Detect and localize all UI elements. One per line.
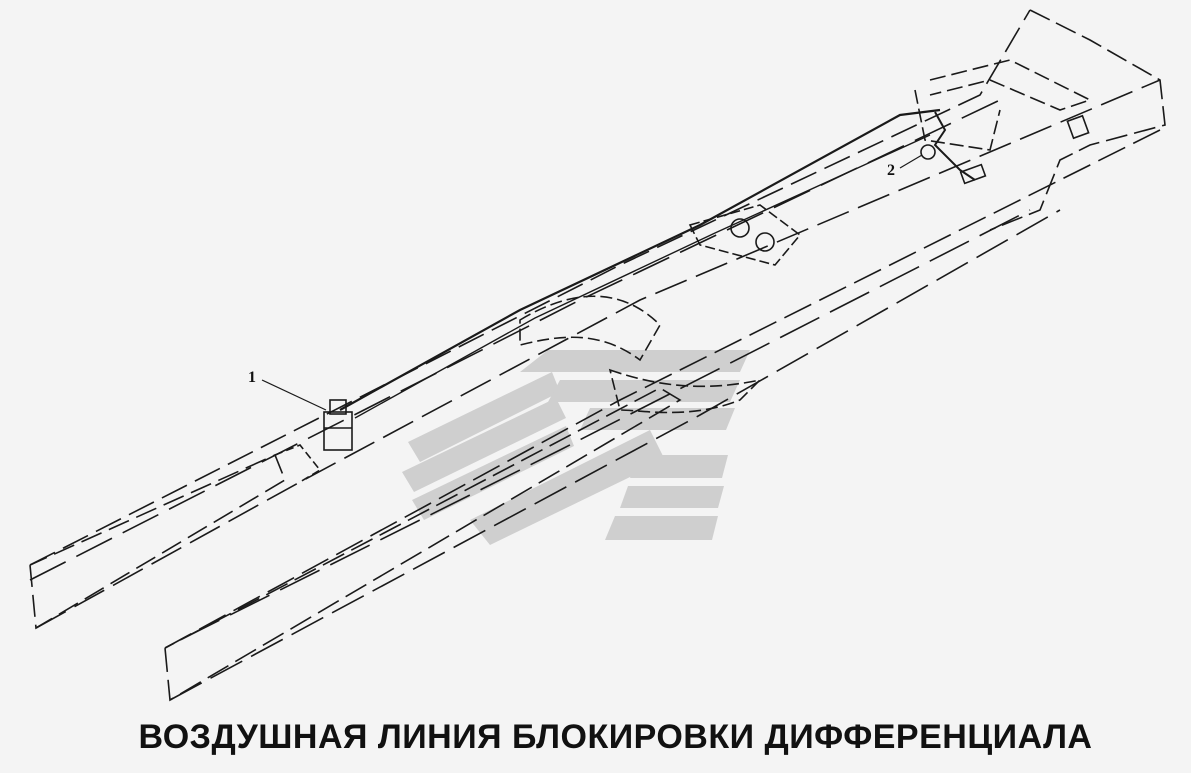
mid-crossmember-hole-1 bbox=[730, 218, 750, 238]
mid-crossmember bbox=[688, 204, 802, 266]
watermark-logo bbox=[402, 350, 750, 545]
left-rail-bottom bbox=[35, 79, 1161, 629]
callout-1-label: 1 bbox=[248, 369, 256, 386]
saddle-bottom bbox=[608, 368, 763, 414]
air-line-long bbox=[339, 108, 941, 411]
right-rail-top bbox=[164, 129, 1161, 649]
saddle-crossmember bbox=[519, 295, 661, 362]
right-rail-inner bbox=[179, 209, 1031, 641]
left-rail-outline bbox=[29, 453, 286, 630]
mid-crossmember-hole-2 bbox=[755, 232, 775, 252]
callout-2-label: 2 bbox=[887, 162, 895, 179]
right-rail-outline bbox=[164, 387, 682, 702]
right-rail-bottom bbox=[169, 209, 1061, 701]
air-valve bbox=[323, 399, 353, 451]
left-rail-top bbox=[29, 9, 1031, 566]
rear-frame-end bbox=[989, 9, 1166, 231]
callout-2-leader bbox=[899, 154, 923, 169]
frame-lines bbox=[29, 9, 1166, 702]
rear-crossmember bbox=[929, 59, 1093, 111]
rear-bracket bbox=[1066, 114, 1090, 140]
air-line-parallel bbox=[354, 134, 931, 419]
callout-1-leader bbox=[261, 379, 327, 411]
rear-crossmember-2 bbox=[914, 89, 1001, 151]
valve-mount-bracket bbox=[274, 444, 322, 483]
diagram-title: ВОЗДУШНАЯ ЛИНИЯ БЛОКИРОВКИ ДИФФЕРЕНЦИАЛА bbox=[138, 718, 1093, 756]
air-fitting bbox=[920, 144, 987, 185]
air-line-branch bbox=[933, 111, 976, 181]
